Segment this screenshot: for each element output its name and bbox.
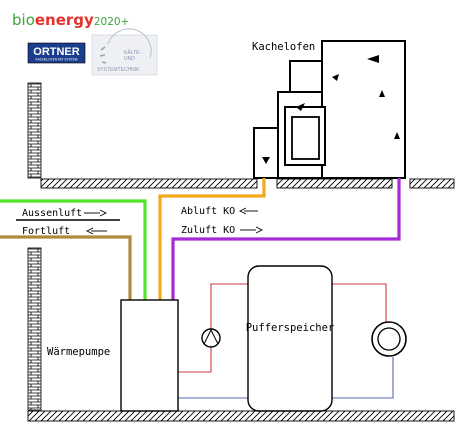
flow-arrow-icon (367, 55, 379, 63)
brand-bio: bio (12, 11, 35, 29)
circulation-pump-icon (201, 328, 221, 348)
flow-arrow-icon (296, 103, 305, 111)
label-group-fortluft: Fortluft (22, 226, 107, 237)
brand-logo: bioenergy2020+ (12, 11, 129, 29)
pipe-heat-supply-consumer (332, 283, 387, 322)
label-pufferspeicher: Pufferspeicher (246, 322, 335, 334)
duct-aussenluft (0, 199, 147, 300)
arrow-right-icon (99, 209, 108, 217)
lower-wall-left (27, 247, 42, 411)
ortner-logo: ORTNER KACHELOFEN MIT SYSTEM (27, 42, 86, 64)
kaelte-text-bottom: SYSTEMTECHNIK (97, 67, 140, 73)
label-waermepumpe: Wärmepumpe (47, 346, 110, 358)
label-fortluft: Fortluft (22, 226, 70, 237)
duct-zuluft-ko (171, 178, 401, 300)
upper-wall-left (27, 82, 42, 179)
brand-energy: energy (35, 11, 94, 29)
heat-consumer-icon (371, 321, 407, 357)
ortner-title: ORTNER (33, 46, 80, 58)
label-aussenluft: Aussenluft (22, 208, 82, 219)
duct-fortluft (0, 235, 132, 300)
label-group-zuluft: Zuluft KO (181, 225, 264, 236)
pipe-heat-return-consumer (332, 357, 394, 399)
brand-year: 2020+ (94, 16, 130, 28)
waermepumpe-unit (120, 299, 179, 412)
label-zuluft-ko: Zuluft KO (181, 225, 235, 236)
arrow-left-icon (238, 207, 247, 215)
flow-arrow-icon (379, 90, 385, 97)
arrow-left-icon (85, 227, 94, 235)
pipe-heat-supply-pump (178, 283, 248, 373)
label-group-abluft: Abluft KO (181, 206, 258, 217)
kaelte-text-mid: UND (124, 56, 135, 62)
flow-arrow-icon (332, 74, 339, 81)
kaelte-text-top: KÄLTE- (124, 49, 141, 56)
arrow-right-icon (255, 226, 264, 234)
kaelte-logo: KÄLTE- UND SYSTEMTECHNIK (91, 28, 158, 76)
flow-arrow-icon (262, 157, 270, 164)
ortner-subtitle: KACHELOFEN MIT SYSTEM (36, 58, 78, 62)
pufferspeicher-tank (247, 265, 333, 412)
label-group-aussenluft: Aussenluft (16, 208, 120, 221)
floor-slab (40, 178, 455, 189)
flow-arrow-icon (394, 132, 400, 139)
duct-abluft-ko (158, 178, 266, 300)
label-kachelofen: Kachelofen (252, 41, 315, 53)
label-abluft-ko: Abluft KO (181, 206, 235, 217)
kachelofen-stove (253, 40, 406, 179)
basement-floor (27, 410, 455, 422)
